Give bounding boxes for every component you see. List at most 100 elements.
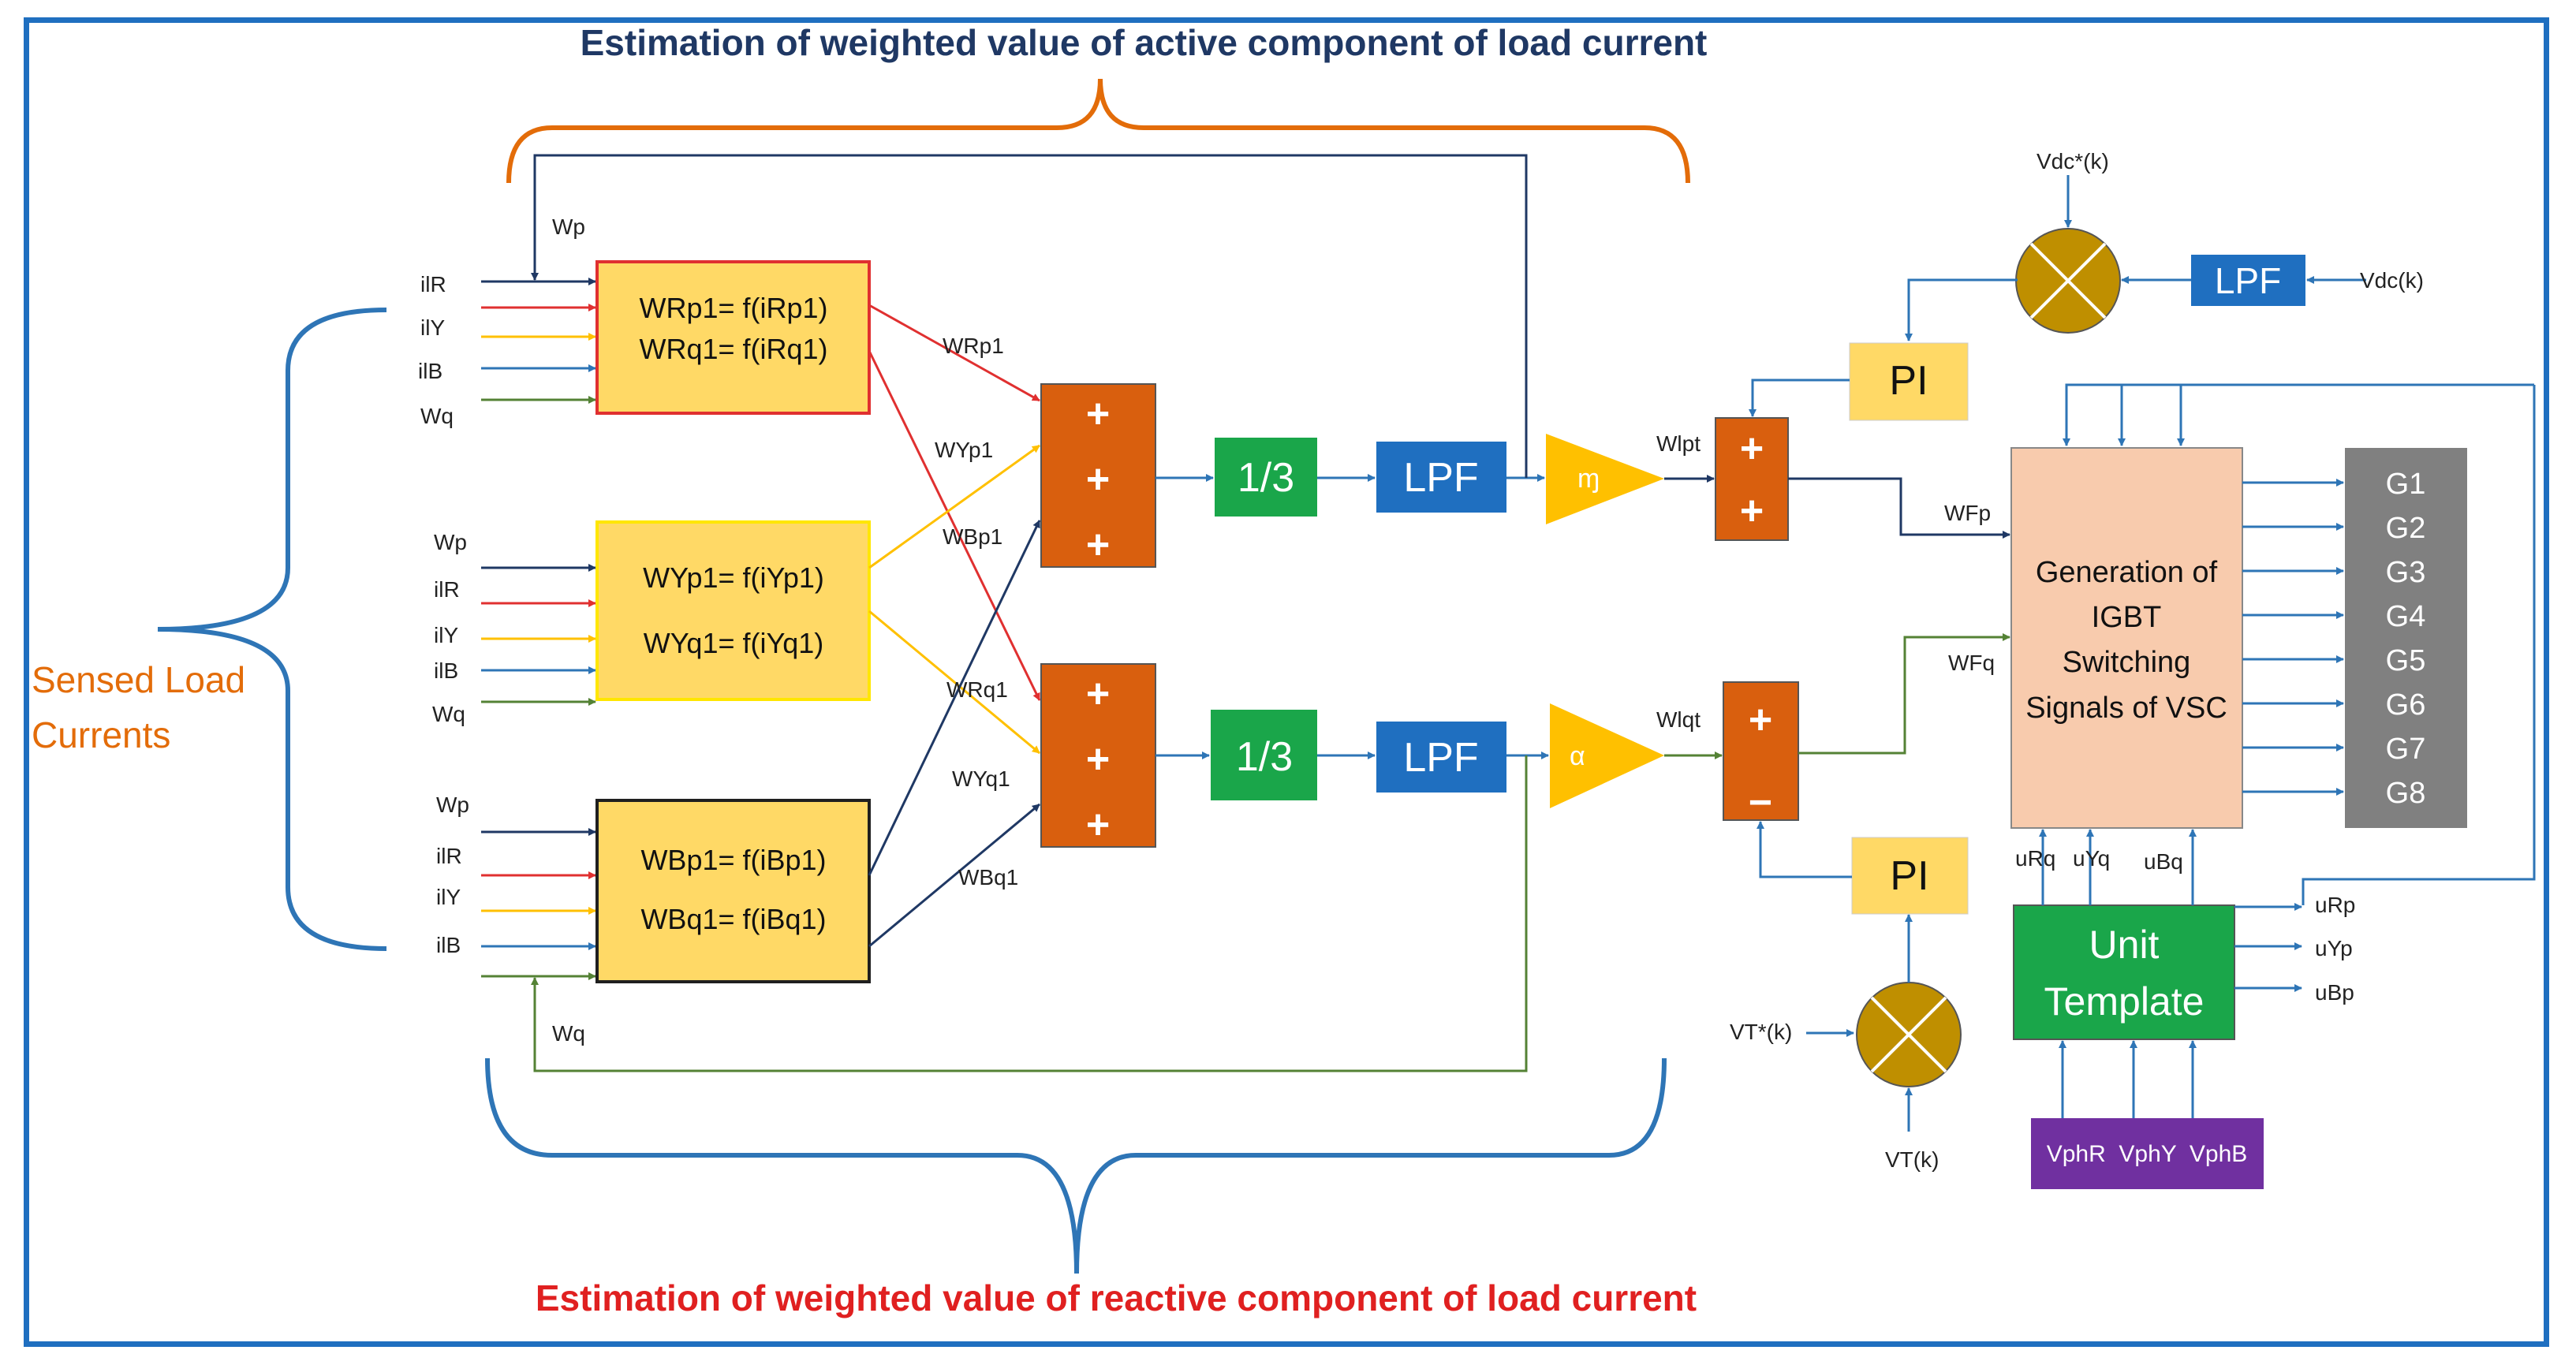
signal-wyq1-label: WYq1 <box>952 766 1010 791</box>
unit-template-line2: Template <box>2044 979 2205 1024</box>
top-brace <box>506 78 1690 184</box>
gate-label-g8: G8 <box>2386 777 2426 810</box>
lpf-reactive-label: LPF <box>1403 735 1478 781</box>
weight-block-y-line2: WYq1= f(iYq1) <box>644 627 823 659</box>
weight-block-b <box>595 799 871 983</box>
left-brace <box>157 308 387 951</box>
signal-wrp1-label: WRp1 <box>943 334 1004 358</box>
unit-template-block <box>2013 904 2235 1040</box>
gating-generator-line2: IGBT <box>2092 601 2162 634</box>
vdc-label: Vdc(k) <box>2360 268 2424 293</box>
pi-reactive <box>1851 837 1969 915</box>
summer-wlqt-plus: + <box>1749 697 1772 743</box>
weight-block-r-line1: WRp1= f(iRp1) <box>639 292 827 324</box>
vt-label: VT(k) <box>1885 1147 1939 1172</box>
weight-block-b-line2: WBq1= f(iBq1) <box>640 903 826 935</box>
lpf-active <box>1376 442 1506 513</box>
input-wp-label: Wp <box>436 793 469 817</box>
summer-active-plus: + <box>1086 391 1110 437</box>
summer-wlpt-plus: + <box>1740 426 1764 472</box>
summer-wlpt <box>1715 417 1789 541</box>
summer-reactive-plus: + <box>1086 802 1110 848</box>
pi-active-label: PI <box>1889 358 1928 404</box>
gating-generator-line1: Generation of <box>2036 556 2218 589</box>
summer-active <box>1040 383 1156 568</box>
gate-label-g7: G7 <box>2386 733 2426 766</box>
weight-block-r-line2: WRq1= f(iRq1) <box>639 333 827 365</box>
weight-block-y <box>595 520 871 701</box>
signal-wbp1-label: WBp1 <box>943 524 1002 549</box>
input-wq-label: Wq <box>552 1021 585 1046</box>
lpf-active-label: LPF <box>1403 455 1478 501</box>
input-ily-label: ilY <box>434 623 458 647</box>
gain-active <box>1546 434 1664 524</box>
input-ilr-label: ilR <box>420 272 446 296</box>
signal-wyp1-label: WYp1 <box>935 438 993 462</box>
signal-wfp-label: WFp <box>1944 501 1991 525</box>
signal-wlqt-label: Wlqt <box>1656 707 1701 732</box>
input-ilb-label: ilB <box>418 359 442 383</box>
signal-uyp-label: uYp <box>2315 936 2353 960</box>
signal-ubq-label: uBq <box>2144 849 2183 874</box>
phase-voltage-label: VphR VphY VphB <box>2047 1141 2248 1167</box>
phase-voltage-block <box>2031 1118 2264 1189</box>
gate-label-g2: G2 <box>2386 512 2426 545</box>
gain-active-symbol: ɱ <box>1577 464 1600 494</box>
gate-signals-block <box>2345 448 2467 828</box>
input-wq-label: Wq <box>432 702 465 726</box>
input-ilb-label: ilB <box>436 933 461 957</box>
gate-label-g5: G5 <box>2386 644 2426 677</box>
pi-active <box>1849 342 1969 421</box>
gate-label-g6: G6 <box>2386 688 2426 722</box>
input-ilr-label: ilR <box>436 844 462 868</box>
gating-generator-line4: Signals of VSC <box>2025 692 2227 725</box>
input-wp-label: Wp <box>552 214 585 239</box>
signal-wbq1-label: WBq1 <box>958 865 1018 889</box>
lpf-reactive <box>1376 722 1506 793</box>
title-reactive: Estimation of weighted value of reactive… <box>536 1277 1697 1318</box>
gain-reactive-symbol: α <box>1570 741 1585 771</box>
vdc-ref-label: Vdc*(k) <box>2037 149 2109 173</box>
input-wq-label: Wq <box>420 404 454 428</box>
diagram-frame <box>24 17 2549 1347</box>
lpf-vdc <box>2191 255 2305 306</box>
signal-urq-label: uRq <box>2015 846 2055 871</box>
divide-block-reactive-label: 1/3 <box>1236 734 1293 780</box>
input-ilr-label: ilR <box>434 577 460 602</box>
input-ily-label: ilY <box>436 885 461 909</box>
gain-reactive <box>1550 703 1664 808</box>
divide-block-active-label: 1/3 <box>1238 455 1294 501</box>
signal-uyq-label: uYq <box>2073 846 2110 871</box>
pi-reactive-label: PI <box>1890 853 1928 899</box>
sensed-label-1: Sensed Load <box>32 659 245 700</box>
gating-generator-block <box>2010 447 2243 829</box>
weight-block-y-line1: WYp1= f(iYp1) <box>643 561 824 594</box>
summer-reactive-plus: + <box>1086 737 1110 782</box>
bottom-brace <box>485 1057 1667 1274</box>
input-wp-label: Wp <box>434 530 467 554</box>
summer-active-plus: + <box>1086 522 1110 568</box>
input-ily-label: ilY <box>420 315 445 340</box>
summer-wlpt-plus: + <box>1740 488 1764 534</box>
gate-label-g1: G1 <box>2386 468 2426 501</box>
gating-generator-line3: Switching <box>2063 646 2191 679</box>
signal-ubp-label: uBp <box>2315 980 2354 1005</box>
gate-label-g4: G4 <box>2386 600 2426 633</box>
title-active: Estimation of weighted value of active c… <box>581 22 1708 63</box>
weight-block-b-line1: WBp1= f(iBp1) <box>640 844 826 876</box>
divide-block-active <box>1215 438 1317 517</box>
unit-template-line1: Unit <box>2089 923 2160 967</box>
gate-label-g3: G3 <box>2386 556 2426 589</box>
summer-wlqt <box>1723 681 1799 821</box>
lpf-vdc-label: LPF <box>2215 260 2281 301</box>
summer-reactive-plus: + <box>1086 671 1110 717</box>
sensed-label-2: Currents <box>32 714 170 755</box>
vt-ref-label: VT*(k) <box>1730 1020 1792 1044</box>
summer-active-plus: + <box>1086 457 1110 502</box>
signal-wrq1-label: WRq1 <box>946 677 1008 702</box>
summer-wlqt-minus: − <box>1749 780 1772 826</box>
signal-wlpt-label: Wlpt <box>1656 431 1701 456</box>
divide-block-reactive <box>1211 710 1317 800</box>
